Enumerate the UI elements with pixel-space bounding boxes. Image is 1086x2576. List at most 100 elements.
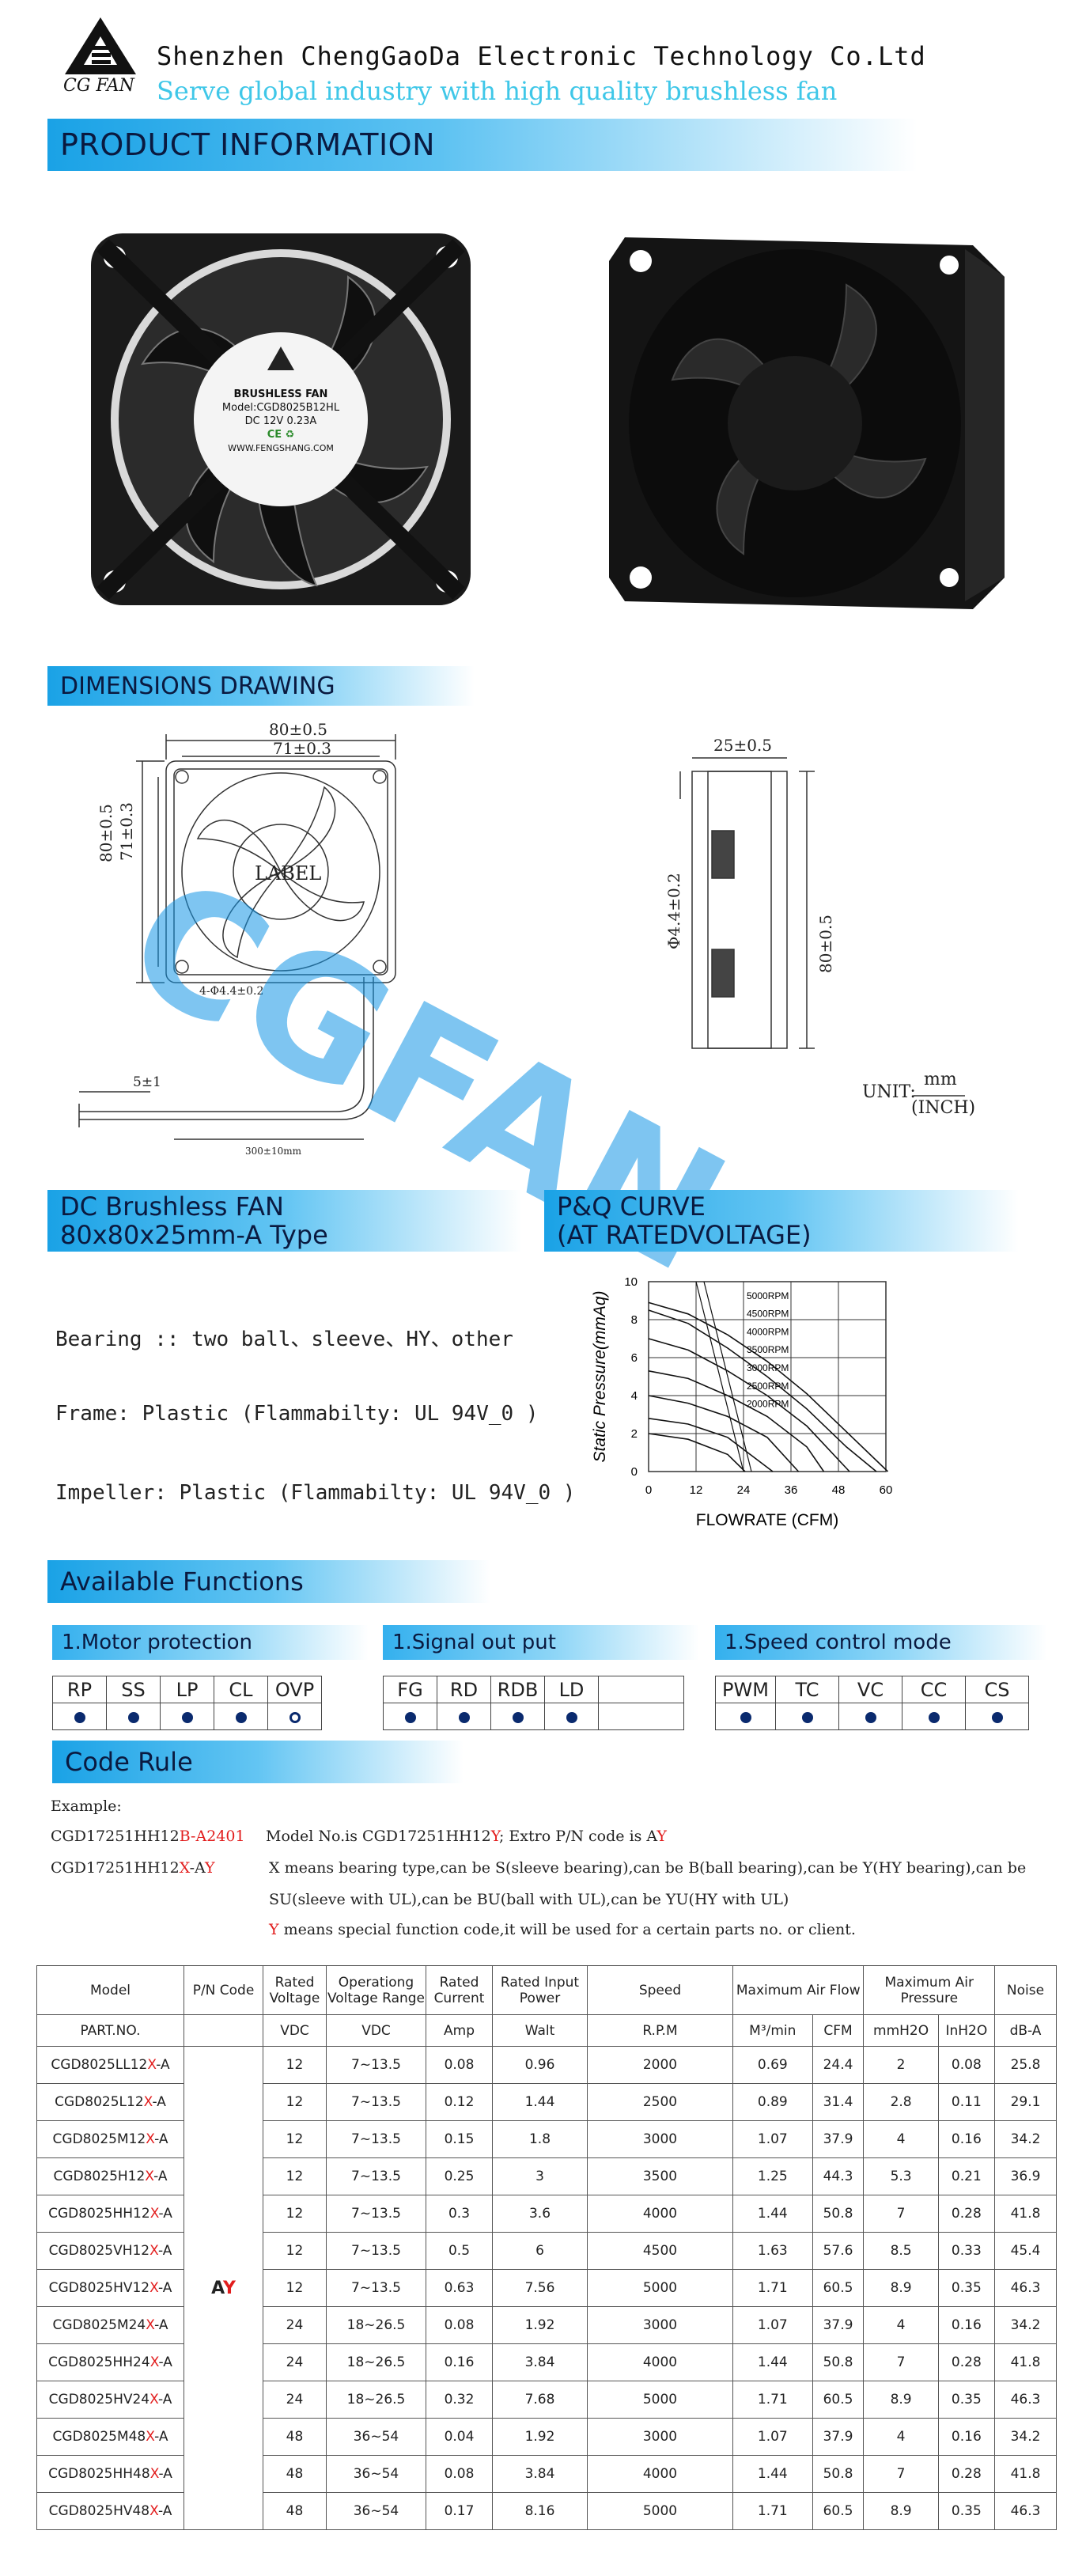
cell-power: 3 bbox=[492, 2157, 588, 2195]
part-no-suf: -A bbox=[154, 2429, 168, 2445]
cell-m3min: 1.44 bbox=[732, 2455, 813, 2493]
func-motor-h4: OVP bbox=[267, 1676, 322, 1703]
cell-range: 7~13.5 bbox=[326, 2157, 426, 2195]
cell-speed: 5000 bbox=[587, 2492, 733, 2530]
th-operating-range: Operationg Voltage Range bbox=[326, 1965, 426, 2015]
pq-curve-3500rpm bbox=[648, 1370, 825, 1472]
cell-cfm: 57.6 bbox=[812, 2232, 865, 2270]
th-vdc-2: VDC bbox=[326, 2014, 426, 2047]
open-dot-icon bbox=[289, 1711, 301, 1723]
y-tick-label: 4 bbox=[631, 1389, 638, 1403]
unit-mm: mm bbox=[924, 1070, 957, 1089]
th-part-no: PART.NO. bbox=[36, 2014, 184, 2047]
x-tick-label: 36 bbox=[785, 1483, 798, 1497]
cell-speed: 4000 bbox=[587, 2195, 733, 2233]
cell-voltage: 12 bbox=[263, 2269, 327, 2307]
cell-cfm: 60.5 bbox=[812, 2269, 865, 2307]
cell-part-no: CGD8025HH12X-A bbox=[36, 2195, 184, 2233]
cell-voltage: 48 bbox=[263, 2492, 327, 2530]
cell-mmh2o: 8.9 bbox=[863, 2381, 939, 2419]
cell-m3min: 0.89 bbox=[732, 2083, 813, 2121]
code-y-meaning: Y means special function code,it will be… bbox=[269, 1921, 856, 1938]
fan-label-line4: WWW.FENGSHANG.COM bbox=[228, 443, 334, 453]
cell-range: 7~13.5 bbox=[326, 2046, 426, 2084]
part-no-pre: CGD8025HV12 bbox=[48, 2280, 150, 2296]
pq-curve-2000rpm bbox=[648, 1433, 746, 1472]
cell-noise: 36.9 bbox=[994, 2157, 1057, 2195]
filled-dot-icon bbox=[991, 1711, 1003, 1723]
cell-noise: 29.1 bbox=[994, 2083, 1057, 2121]
cell-inh2o: 0.33 bbox=[937, 2232, 996, 2270]
pq-curve-2500rpm bbox=[648, 1418, 774, 1472]
th-walt: Walt bbox=[492, 2014, 588, 2047]
th-max-air-flow: Maximum Air Flow bbox=[732, 1965, 865, 2015]
cell-inh2o: 0.28 bbox=[937, 2195, 996, 2233]
y-tick-label: 10 bbox=[624, 1275, 638, 1289]
spec-frame: Frame: Plastic (Flammabilty: UL 94V_0 ) bbox=[55, 1402, 539, 1426]
cell-part-no: CGD8025HH48X-A bbox=[36, 2455, 184, 2493]
th-rated-current: Rated Current bbox=[426, 1965, 493, 2015]
cell-inh2o: 0.16 bbox=[937, 2120, 996, 2158]
cell-part-no: CGD8025HV12X-A bbox=[36, 2269, 184, 2307]
code-example-row2: CGD17251HH12X-AY bbox=[51, 1859, 215, 1877]
part-no-pre: CGD8025HH48 bbox=[48, 2466, 150, 2482]
cell-speed: 3000 bbox=[587, 2306, 733, 2344]
cell-power: 8.16 bbox=[492, 2492, 588, 2530]
pq-title-line1: P&Q CURVE bbox=[557, 1191, 706, 1222]
th-max-air-pressure: Maximum Air Pressure bbox=[863, 1965, 995, 2015]
th-rpm: R.P.M bbox=[587, 2014, 733, 2047]
th-dba: dB-A bbox=[994, 2014, 1057, 2047]
cell-m3min: 1.44 bbox=[732, 2343, 813, 2381]
func-speed-h1: TC bbox=[775, 1676, 839, 1703]
part-no-x: X bbox=[145, 2169, 154, 2184]
code-y-letter: Y bbox=[269, 1921, 279, 1938]
cell-cfm: 60.5 bbox=[812, 2492, 865, 2530]
cell-range: 18~26.5 bbox=[326, 2343, 426, 2381]
func-signal-h2: RDB bbox=[490, 1676, 545, 1703]
cell-cfm: 24.4 bbox=[812, 2046, 865, 2084]
part-no-suf: -A bbox=[158, 2206, 172, 2222]
spec-impeller: Impeller: Plastic (Flammabilty: UL 94V_0… bbox=[55, 1481, 576, 1505]
cell-part-no: CGD8025HV24X-A bbox=[36, 2381, 184, 2419]
y-tick-label: 6 bbox=[631, 1351, 638, 1365]
part-no-x: X bbox=[149, 2280, 158, 2296]
cell-current: 0.08 bbox=[426, 2455, 493, 2493]
th-amp: Amp bbox=[426, 2014, 493, 2047]
x-axis-label: FLOWRATE (CFM) bbox=[696, 1511, 838, 1529]
cell-voltage: 48 bbox=[263, 2455, 327, 2493]
th-speed: Speed bbox=[587, 1965, 733, 2015]
func-speed-title: 1.Speed control mode bbox=[715, 1625, 1047, 1660]
dim-side-height: 80±0.5 bbox=[816, 914, 835, 973]
filled-dot-icon bbox=[928, 1711, 940, 1723]
cell-voltage: 24 bbox=[263, 2343, 327, 2381]
part-no-suf: -A bbox=[154, 2131, 168, 2147]
cell-cfm: 37.9 bbox=[812, 2418, 865, 2456]
func-motor-title: 1.Motor protection bbox=[52, 1625, 369, 1660]
cell-voltage: 24 bbox=[263, 2381, 327, 2419]
func-signal-h3: LD bbox=[544, 1676, 599, 1703]
part-no-x: X bbox=[149, 2503, 158, 2519]
cell-cfm: 37.9 bbox=[812, 2306, 865, 2344]
cell-speed: 4000 bbox=[587, 2455, 733, 2493]
func-speed-h2: VC bbox=[838, 1676, 902, 1703]
cell-noise: 46.3 bbox=[994, 2492, 1057, 2530]
func-signal-h0: FG bbox=[383, 1676, 437, 1703]
cell-mmh2o: 4 bbox=[863, 2120, 939, 2158]
cell-inh2o: 0.28 bbox=[937, 2455, 996, 2493]
th-rated-voltage: Rated Voltage bbox=[263, 1965, 327, 2015]
cell-current: 0.17 bbox=[426, 2492, 493, 2530]
th-pn-code: P/N Code bbox=[184, 1965, 263, 2015]
code-desc1-d: Y bbox=[657, 1828, 667, 1845]
part-no-pre: CGD8025H12 bbox=[53, 2169, 146, 2184]
y-tick-label: 8 bbox=[631, 1313, 638, 1327]
code-row1-b: B-A bbox=[179, 1828, 207, 1845]
part-no-x: X bbox=[143, 2094, 153, 2110]
cell-m3min: 1.07 bbox=[732, 2120, 813, 2158]
cell-range: 18~26.5 bbox=[326, 2306, 426, 2344]
cell-inh2o: 0.21 bbox=[937, 2157, 996, 2195]
cell-noise: 46.3 bbox=[994, 2381, 1057, 2419]
series-label: 2000RPM bbox=[747, 1399, 789, 1410]
fan-label-line1: BRUSHLESS FAN bbox=[233, 388, 328, 400]
code-row2-part: CGD17251HH12 bbox=[51, 1859, 180, 1877]
